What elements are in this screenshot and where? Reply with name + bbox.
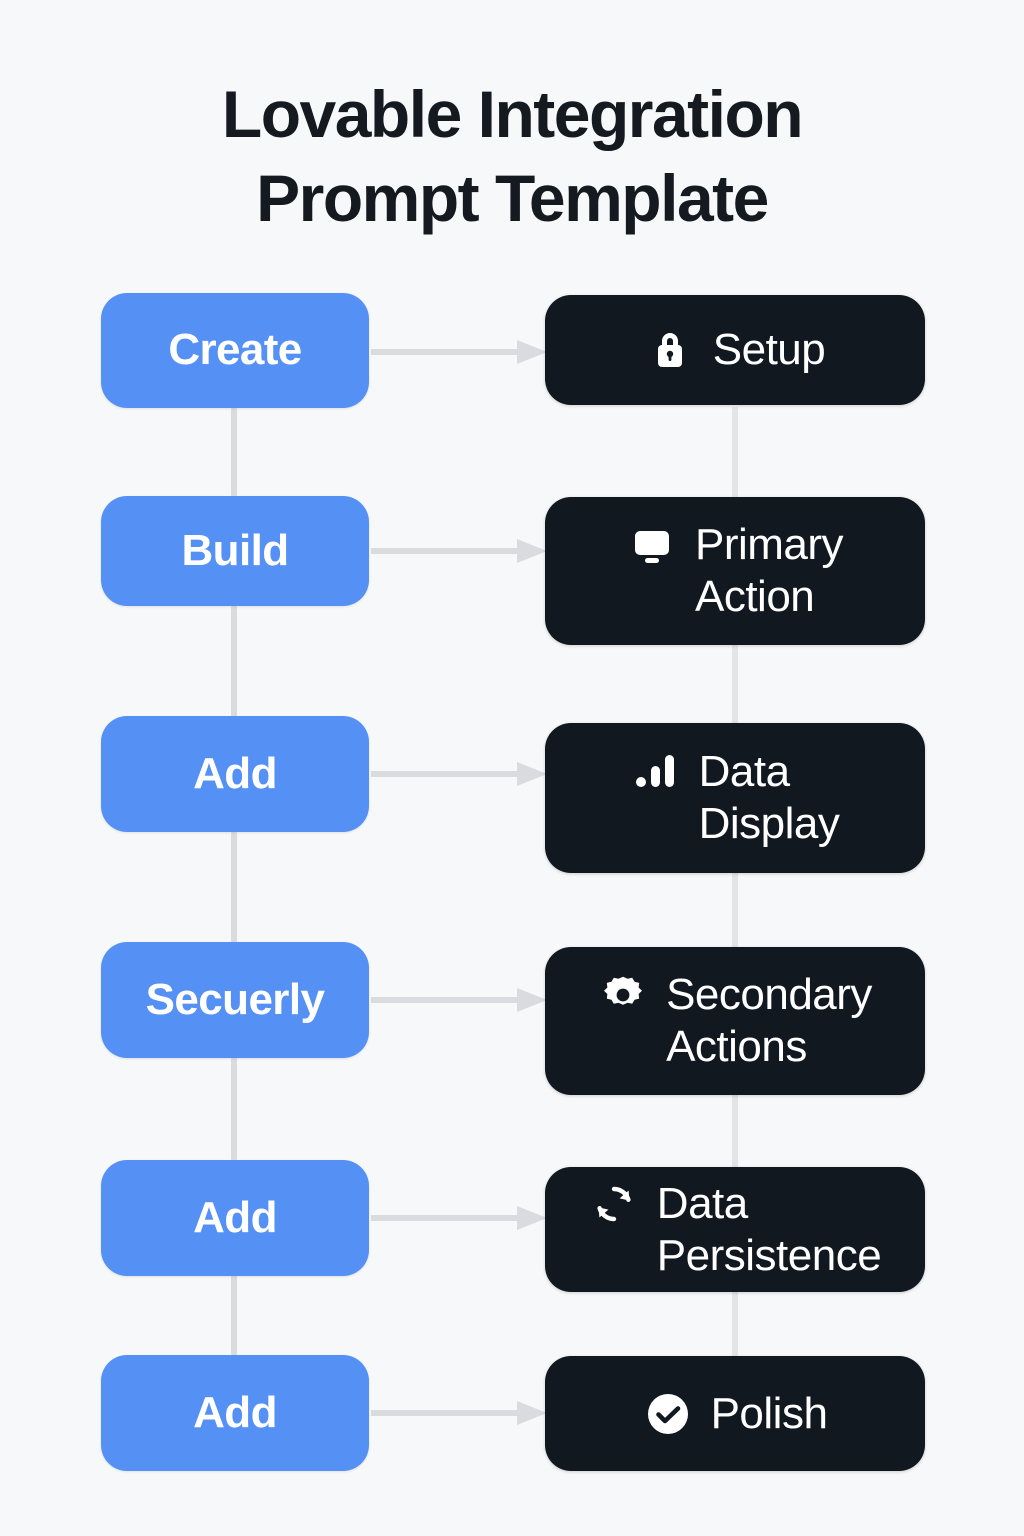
step-verb-label: Add — [193, 1387, 277, 1437]
connector-left-3-4 — [231, 832, 237, 942]
arrow-4 — [371, 988, 547, 1012]
page-title: Lovable Integration Prompt Template — [0, 72, 1024, 240]
arrow-2 — [371, 539, 547, 563]
arrow-1 — [371, 340, 547, 364]
arrow-5 — [371, 1206, 547, 1230]
step-verb-add-data[interactable]: Add — [101, 716, 369, 832]
connector-left-4-5 — [231, 1058, 237, 1160]
refresh-icon — [589, 1178, 639, 1230]
connector-right-3-4 — [732, 873, 738, 947]
connector-left-1-2 — [231, 408, 237, 496]
step-verb-label: Add — [193, 748, 277, 798]
arrow-3 — [371, 762, 547, 786]
step-verb-add-persistence[interactable]: Add — [101, 1160, 369, 1276]
step-verb-label: Create — [168, 325, 302, 375]
step-target-data-persistence[interactable]: Data Persistence — [545, 1167, 925, 1292]
title-line-2: Prompt Template — [256, 161, 769, 235]
step-target-label: Data Persistence — [656, 1178, 882, 1280]
step-target-label: Polish — [710, 1388, 828, 1438]
connector-right-4-5 — [732, 1095, 738, 1167]
step-target-primary-action[interactable]: Primary Action — [545, 497, 925, 645]
step-target-label: Data Display — [698, 747, 840, 848]
connector-right-1-2 — [732, 407, 738, 497]
step-verb-label: Add — [193, 1192, 277, 1242]
step-target-secondary-actions[interactable]: Secondary Actions — [545, 947, 925, 1095]
bar-chart-icon — [631, 746, 681, 798]
check-circle-icon — [643, 1388, 693, 1440]
connector-right-2-3 — [732, 645, 738, 723]
monitor-icon — [627, 519, 677, 571]
step-target-setup[interactable]: Setup — [545, 295, 925, 405]
connector-left-5-6 — [231, 1276, 237, 1355]
step-target-data-display[interactable]: Data Display — [545, 723, 925, 873]
connector-right-5-6 — [732, 1292, 738, 1356]
step-verb-create[interactable]: Create — [101, 293, 369, 408]
title-line-1: Lovable Integration — [221, 77, 804, 151]
step-verb-secuerly[interactable]: Secuerly — [101, 942, 369, 1058]
arrow-6 — [371, 1401, 547, 1425]
lock-icon — [645, 324, 695, 376]
step-verb-label: Build — [181, 525, 290, 575]
step-verb-build[interactable]: Build — [101, 496, 369, 606]
step-target-label: Primary Action — [694, 520, 844, 621]
step-target-label: Setup — [712, 325, 826, 374]
gear-icon — [598, 969, 648, 1021]
step-target-polish[interactable]: Polish — [545, 1356, 925, 1471]
connector-left-2-3 — [231, 606, 237, 716]
step-target-label: Secondary Actions — [666, 970, 872, 1071]
step-verb-add-polish[interactable]: Add — [101, 1355, 369, 1471]
step-verb-label: Secuerly — [145, 974, 325, 1024]
